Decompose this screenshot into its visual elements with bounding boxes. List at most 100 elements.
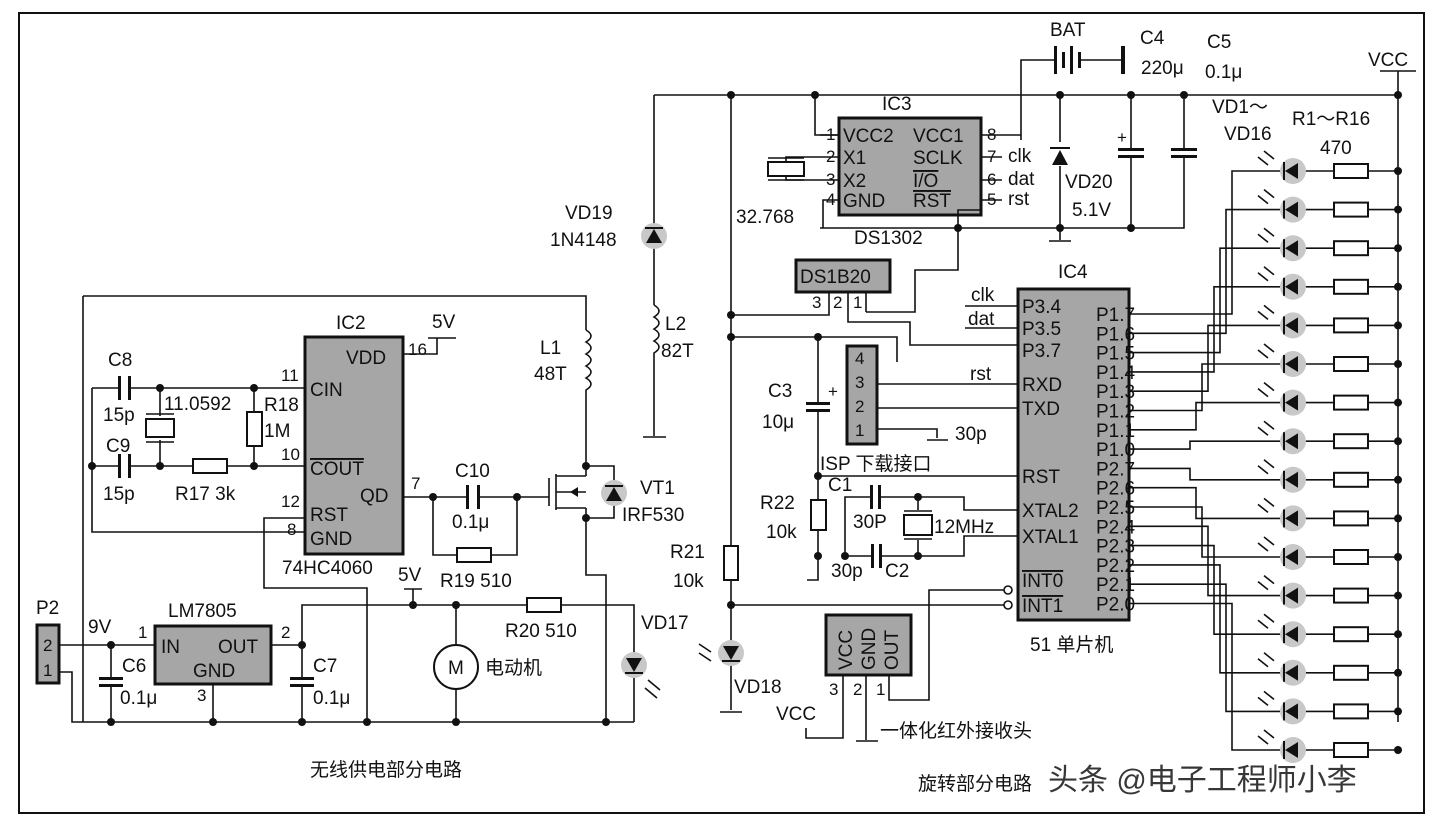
r18-value: 1M: [264, 421, 290, 442]
ic4-right-pin-12: P2.3: [1096, 537, 1135, 558]
lm7805-gnd: GND: [193, 661, 235, 682]
ic4-left-pin-2: P3.7: [1022, 341, 1061, 362]
ds18b20-pin2: 2: [833, 293, 842, 312]
led-wire: [1129, 564, 1398, 674]
c4-value: 220μ: [1141, 58, 1184, 79]
isp-pin1: 1: [855, 421, 864, 440]
isp-pin4: 4: [855, 349, 864, 368]
ic2-pin12: 12: [281, 492, 300, 511]
vd19-ref: VD19: [565, 203, 613, 224]
ic4-right-pin-4: P1.3: [1096, 382, 1135, 403]
ic3-pin-label-left-3: GND: [843, 191, 885, 212]
ic3-sig-1: dat: [1008, 169, 1035, 190]
crystal-11m-label: 11.0592: [164, 394, 231, 415]
c9-ref: C9: [106, 436, 130, 457]
ic2-vdd: VDD: [346, 348, 386, 369]
resistor-r13: [1333, 626, 1369, 643]
led-arrow-icon: [1285, 471, 1298, 488]
ds18b20-ref: DS1B20: [800, 267, 871, 288]
ir-pin-out: OUT: [882, 630, 903, 671]
ic4-right-pin-6: P1.1: [1096, 421, 1135, 442]
led-arrow-icon: [1285, 278, 1298, 295]
v5-label: 5V: [398, 565, 422, 586]
led-arrow-icon: [1285, 433, 1298, 450]
led-wire: [1129, 486, 1398, 520]
r22-ref: R22: [760, 493, 795, 514]
ic4-sig-rst: rst: [970, 364, 992, 385]
lm7805-pin3: 3: [197, 686, 206, 705]
lm7805-pin2: 2: [281, 623, 290, 642]
ic4-part: 51 单片机: [1030, 634, 1113, 656]
ic4-right-pin-14: P2.1: [1096, 575, 1135, 596]
led-arrow-icon: [1285, 394, 1298, 411]
c3-ref: C3: [768, 381, 792, 402]
c1-value: 30P: [853, 512, 887, 533]
led-arrow-icon: [1285, 317, 1298, 334]
r18-ref: R18: [264, 395, 299, 416]
p2-voltage: 9V: [88, 617, 112, 638]
p2-ref: P2: [36, 598, 59, 619]
ic3-part: DS1302: [854, 228, 923, 249]
c7-ref: C7: [313, 656, 337, 677]
ir-pin-vcc: VCC: [836, 630, 857, 670]
l2-ref: L2: [665, 314, 686, 335]
led-arrow-icon: [1285, 549, 1298, 565]
resistor-r3: [1333, 240, 1369, 257]
ic4-left-pin-0: P3.4: [1022, 297, 1062, 318]
c10-ref: C10: [455, 461, 490, 482]
ic2-gnd: GND: [310, 529, 352, 550]
vt1-value: IRF530: [622, 505, 684, 526]
c8-value: 15p: [103, 405, 135, 426]
ic4-left-pin-3: RXD: [1022, 375, 1062, 396]
isp-connector: [845, 344, 879, 446]
ic2-supply-label: 5V: [432, 312, 456, 333]
ds18b20-chip: [794, 258, 892, 294]
ic2-cin: CIN: [310, 380, 343, 401]
p2-pin1: 1: [43, 661, 52, 680]
resistor-r12: [1333, 587, 1369, 604]
resistor-r16: [1333, 742, 1369, 758]
led-arrow-icon: [1285, 703, 1298, 720]
c10-value: 0.1μ: [452, 512, 489, 533]
ic2-rst: RST: [310, 505, 348, 526]
led-wire: [1129, 247, 1398, 354]
resistor-r10: [1333, 510, 1369, 527]
ic4-right-pin-5: P1.2: [1096, 402, 1135, 423]
c6-ref: C6: [122, 656, 146, 677]
vd18-ref: VD18: [734, 677, 782, 698]
ic4-left-pin-1: P3.5: [1022, 319, 1061, 340]
vd19-value: 1N4148: [550, 230, 617, 251]
ic4-left-pin-4: TXD: [1022, 399, 1060, 420]
ic3-pin-label-left-1: X1: [843, 148, 866, 169]
vd17-ref: VD17: [641, 613, 689, 634]
resistor-r4: [1333, 278, 1369, 295]
ic4-right-pin-10: P2.5: [1096, 498, 1135, 519]
isp-label: ISP 下载接口: [820, 453, 932, 475]
resistor-r7: [1333, 394, 1369, 411]
c5-ref: C5: [1207, 32, 1231, 53]
c8-ref: C8: [108, 350, 132, 371]
c2-ref: C2: [885, 561, 909, 582]
led-wire: [1129, 286, 1398, 373]
leds-vd1: VD1～: [1212, 97, 1268, 118]
resistor-r1: [1333, 163, 1369, 179]
led-wire: [1129, 467, 1398, 481]
motor-label: 电动机: [485, 657, 542, 679]
ic4-right-pin-3: P1.4: [1096, 363, 1136, 384]
r19-label: R19 510: [440, 571, 512, 592]
ir-num2: 2: [853, 680, 862, 699]
ic2-pin7: 7: [411, 474, 420, 493]
ir-receiver: [824, 613, 913, 677]
ic4-right-pin-8: P2.7: [1096, 459, 1135, 480]
c6-value: 0.1μ: [120, 688, 157, 709]
ic2-chip: [303, 335, 405, 556]
resistor-r15: [1333, 703, 1369, 720]
lm7805-out: OUT: [218, 637, 259, 658]
led-arrow-icon: [1285, 664, 1298, 681]
ic3-pin-label-left-0: VCC2: [843, 126, 894, 147]
led-wire: [1129, 602, 1398, 751]
svg-text:+: +: [828, 382, 838, 401]
ir-pin-gnd: GND: [859, 628, 880, 670]
ic3-ref: IC3: [882, 94, 912, 115]
